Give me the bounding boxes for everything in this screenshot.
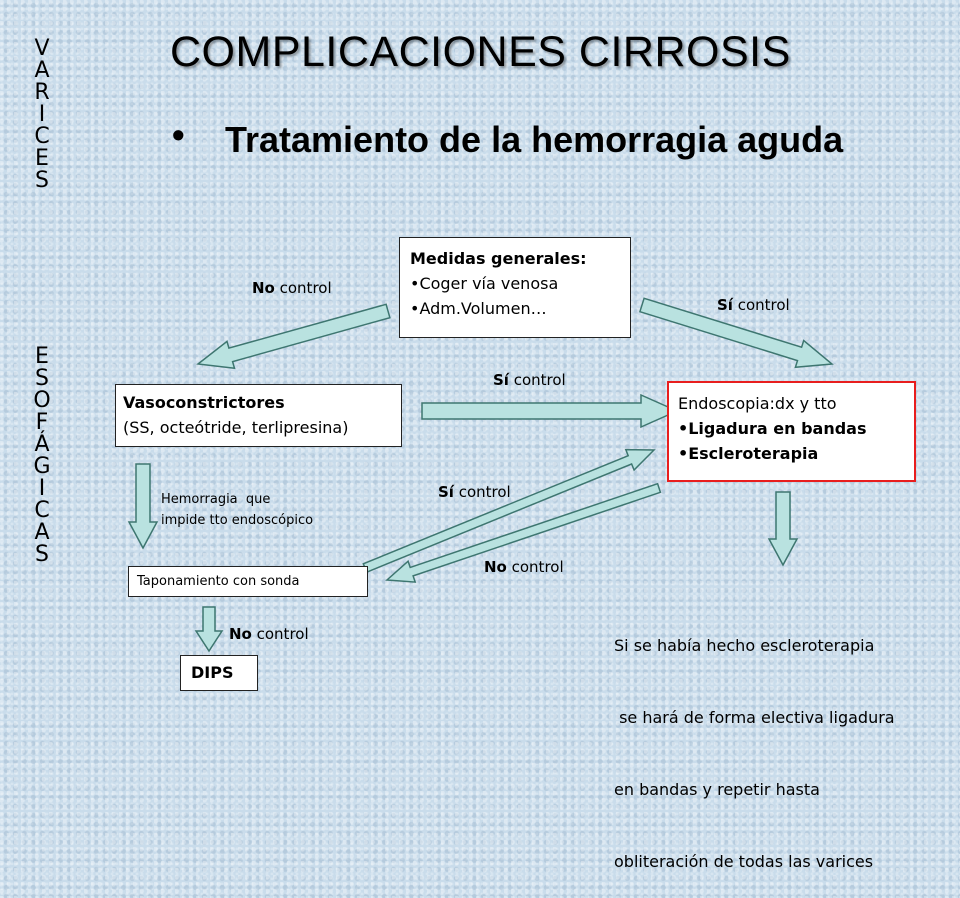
- flow-arrows: [127, 297, 834, 653]
- medidas-item-volumen: •Adm.Volumen…: [410, 299, 547, 318]
- note-line-2: impide tto endoscópico: [161, 513, 314, 528]
- arrow-taponamiento-to-endoscopia: [362, 448, 656, 574]
- varices-letter: A: [34, 58, 50, 83]
- slide-title: COMPLICACIONES CIRROSIS: [170, 28, 791, 76]
- esofagicas-letter: I: [38, 476, 46, 501]
- final-line-1: Si se había hecho escleroterapia: [614, 636, 875, 655]
- esofagicas-letter: A: [34, 520, 50, 545]
- note-line-1: Hemorragia que: [161, 492, 271, 507]
- label-si-control-3: Sí control: [438, 483, 511, 501]
- medidas-heading: Medidas generales:: [410, 249, 587, 268]
- vasoconstrictores-heading: Vasoconstrictores: [123, 393, 285, 412]
- endoscopia-heading: Endoscopia:dx y tto: [678, 394, 837, 413]
- esofagicas-letter: O: [33, 388, 51, 413]
- taponamiento-box: Taponamiento con sonda: [128, 566, 368, 597]
- arrow-medidas-to-endoscopia: [638, 297, 834, 369]
- medidas-generales-box: Medidas generales: •Coger vía venosa •Ad…: [399, 237, 631, 338]
- esofagicas-letter: G: [33, 454, 51, 479]
- hemorragia-note: Hemorragia que impide tto endoscópico: [161, 489, 313, 531]
- esofagicas-letter: E: [35, 344, 49, 369]
- vasoconstrictores-box: Vasoconstrictores (SS, octeótride, terli…: [115, 384, 402, 447]
- arrow-vaso-to-endoscopia: [421, 393, 679, 429]
- bullet-icon: •: [172, 114, 185, 155]
- final-line-2: se hará de forma electiva ligadura: [614, 708, 895, 727]
- endoscopia-item-ligadura: •Ligadura en bandas: [678, 419, 867, 438]
- medidas-item-via: •Coger vía venosa: [410, 274, 559, 293]
- esofagicas-letter: C: [34, 498, 50, 523]
- varices-letter: E: [35, 146, 49, 171]
- arrow-medidas-to-vaso: [196, 303, 391, 370]
- varices-letter: V: [34, 36, 50, 61]
- varices-letter: S: [35, 168, 49, 193]
- esofagicas-letter: S: [35, 542, 49, 567]
- label-no-control-2: No control: [484, 558, 564, 576]
- endoscopia-box: Endoscopia:dx y tto •Ligadura en bandas …: [667, 381, 916, 482]
- final-recommendation: Si se había hecho escleroterapia se hará…: [614, 586, 895, 898]
- vasoconstrictores-detail: (SS, octeótride, terlipresina): [123, 418, 349, 437]
- esofagicas-letter: S: [35, 366, 49, 391]
- arrow-endoscopia-to-taponamiento: [385, 482, 662, 583]
- endoscopia-item-escleroterapia: •Escleroterapia: [678, 444, 819, 463]
- arrow-taponamiento-to-dips: [194, 606, 224, 653]
- label-si-control-2: Sí control: [493, 371, 566, 389]
- slide-subtitle: Tratamiento de la hemorragia aguda: [225, 119, 844, 160]
- esofagicas-letter: F: [35, 410, 49, 435]
- varices-letter: I: [38, 102, 46, 127]
- label-si-control-1: Sí control: [717, 296, 790, 314]
- varices-letter: C: [34, 124, 50, 149]
- esofagicas-letter: Á: [34, 432, 50, 457]
- label-no-control-3: No control: [229, 625, 309, 643]
- final-line-3: en bandas y repetir hasta: [614, 780, 820, 799]
- varices-letter: R: [34, 80, 50, 105]
- arrow-vaso-to-taponamiento: [127, 463, 159, 550]
- arrow-endoscopia-to-escleroterapia: [767, 491, 799, 567]
- dips-box: DIPS: [180, 655, 258, 691]
- final-line-4: obliteración de todas las varices: [614, 852, 874, 871]
- label-no-control-1: No control: [252, 279, 332, 297]
